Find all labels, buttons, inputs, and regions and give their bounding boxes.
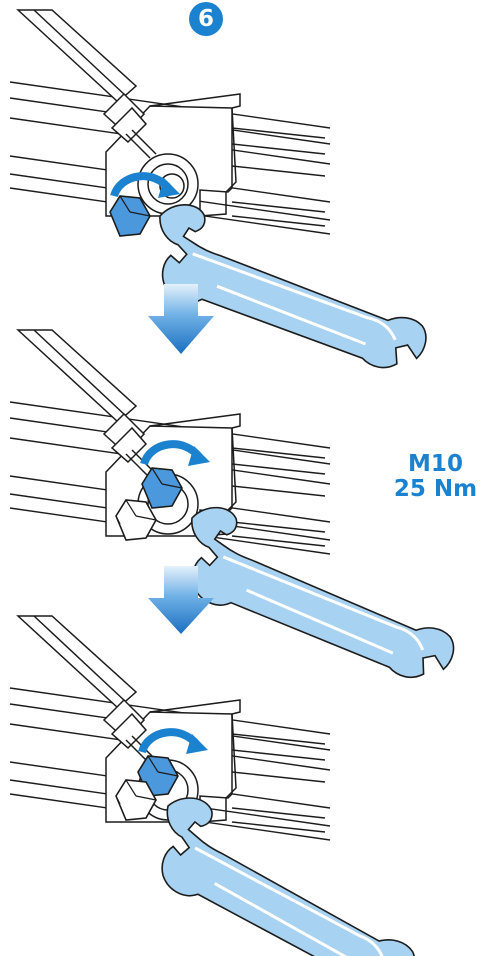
torque-value-label: 25 Nm	[393, 476, 478, 502]
down-arrow-icon	[148, 284, 214, 354]
bolt-size-label: M10	[408, 451, 463, 477]
assembly-panel-1	[9, 9, 430, 385]
step-number-badge: 6	[189, 2, 223, 36]
assembly-panel-2	[9, 329, 456, 687]
torque-spec: M10 25 Nm	[388, 452, 483, 502]
wrench-icon	[156, 187, 430, 385]
wrench-icon	[188, 497, 456, 687]
down-arrow-icon	[148, 566, 214, 634]
assembly-panel-3	[9, 615, 427, 956]
